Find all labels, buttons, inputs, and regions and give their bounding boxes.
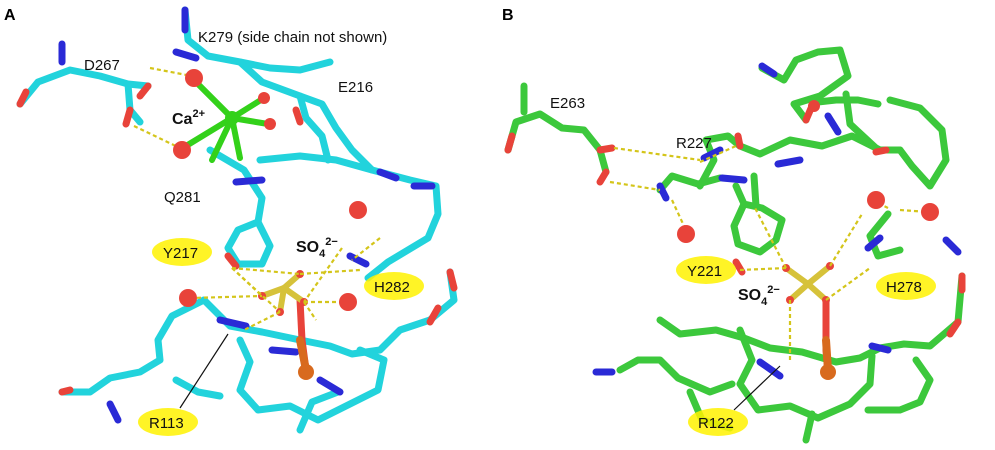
highlight-h282 [364, 272, 424, 300]
label-h282: H282 [374, 279, 410, 296]
label-y221: Y221 [687, 263, 722, 280]
panel-a: A [4, 6, 458, 436]
panel-b-sticks [504, 46, 966, 444]
panel-a-heme-iron [296, 336, 314, 380]
panel-b: B [502, 7, 966, 444]
label-sulfate-b: SO42− [738, 284, 780, 308]
highlight-y221 [676, 256, 736, 284]
label-y217: Y217 [163, 245, 198, 262]
panel-a-hbonds [133, 66, 381, 331]
label-q281: Q281 [164, 189, 201, 206]
label-d267: D267 [84, 57, 120, 74]
leader-r122 [733, 365, 781, 411]
panel-b-water-spheres [677, 100, 939, 243]
highlight-y217 [152, 238, 212, 266]
label-calcium: Ca2+ [172, 108, 205, 128]
panel-b-heme-iron [820, 336, 836, 380]
label-r113: R113 [149, 415, 184, 432]
panel-a-letter: A [4, 7, 16, 24]
panel-a-water-spheres [173, 69, 367, 311]
label-r122: R122 [698, 415, 734, 432]
label-h278: H278 [886, 279, 922, 296]
label-k279: K279 (side chain not shown) [198, 29, 387, 46]
panel-b-nitrogen-sticks [592, 62, 962, 380]
label-r227: R227 [676, 135, 712, 152]
leader-r113 [179, 333, 229, 409]
label-sulfate-a: SO42− [296, 236, 338, 260]
highlight-r122 [688, 408, 748, 436]
highlight-h278 [876, 272, 936, 300]
label-e216: E216 [338, 79, 373, 96]
panel-b-hbonds [609, 144, 929, 362]
panel-b-letter: B [502, 7, 514, 24]
panel-b-sulfate [782, 262, 834, 304]
panel-a-calcium-site [183, 79, 271, 163]
label-e263: E263 [550, 95, 585, 112]
panel-a-nitrogen-sticks [58, 6, 436, 424]
panel-a-sticks [16, 6, 458, 434]
highlight-r113 [138, 408, 198, 436]
